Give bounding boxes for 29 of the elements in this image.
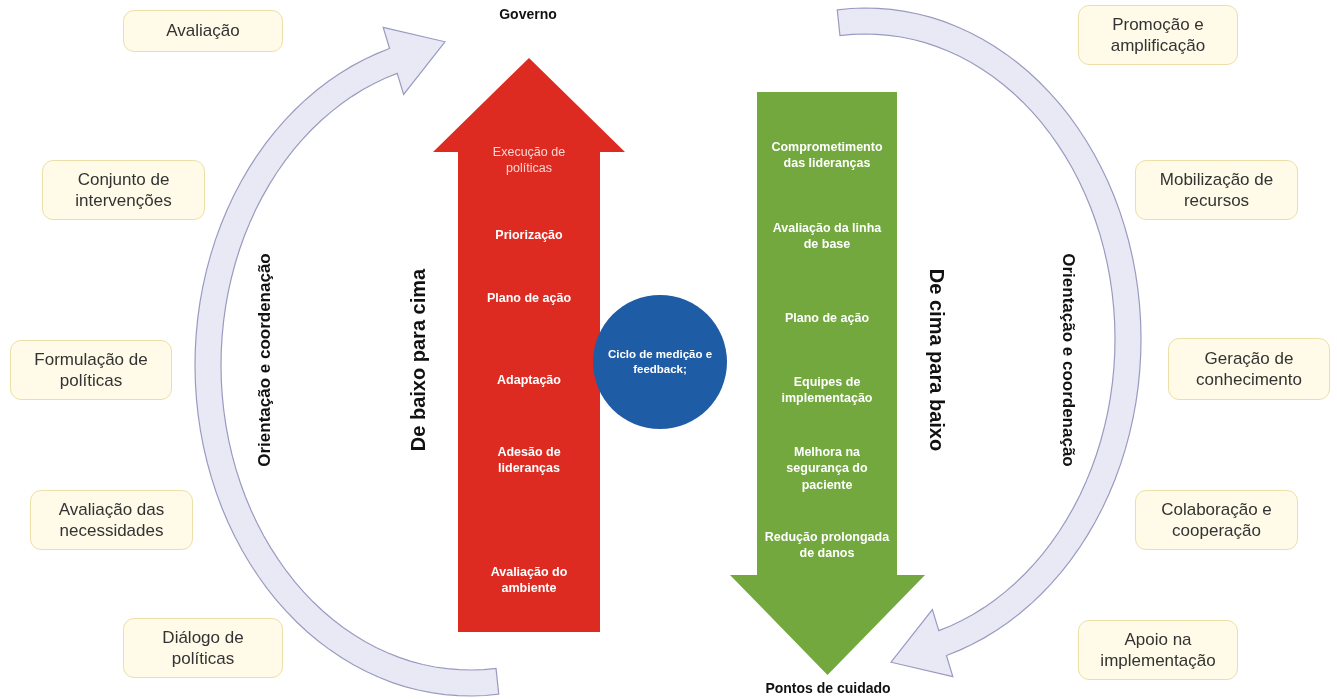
- circle-label: Ciclo de medição e feedback;: [606, 347, 714, 377]
- rotated-label: Orientação e coordenação: [255, 253, 275, 467]
- arrow-step-label: Priorização: [494, 226, 564, 244]
- rotated-label: De cima para baixo: [924, 268, 948, 452]
- arrow-step-label: Adesão de lideranças: [496, 443, 562, 477]
- arrow-step-label: Melhora na segurança do paciente: [785, 443, 869, 493]
- arrow-step-label: Adaptação: [496, 371, 562, 389]
- arrow-step-label: Execução de políticas: [491, 143, 567, 177]
- end-label: Governo: [499, 6, 557, 22]
- rounded-box: Diálogo de políticas: [123, 618, 283, 678]
- arrow-step-label: Equipes de implementação: [780, 373, 874, 407]
- rounded-box: Geração de conhecimento: [1168, 338, 1330, 400]
- rounded-box: Colaboração e cooperação: [1135, 490, 1298, 550]
- rounded-box: Promoção e amplificação: [1078, 5, 1238, 65]
- rounded-box: Apoio na implementação: [1078, 620, 1238, 680]
- rounded-box: Conjunto de intervenções: [42, 160, 205, 220]
- arrow-step-label: Plano de ação: [485, 289, 573, 307]
- arrow-step-label: Redução prolongada de danos: [764, 528, 890, 562]
- rounded-box: Avaliação das necessidades: [30, 490, 193, 550]
- arrow-step-label: Avaliação da linha de base: [771, 219, 883, 253]
- rounded-box: Mobilização de recursos: [1135, 160, 1298, 220]
- rounded-box: Avaliação: [123, 10, 283, 52]
- arrow-step-label: Avaliação do ambiente: [489, 563, 569, 597]
- arrow-step-label: Plano de ação: [783, 309, 871, 327]
- rotated-label: Orientação e coordenação: [1058, 253, 1078, 467]
- arrow-step-label: Comprometimento das lideranças: [770, 138, 884, 172]
- rounded-box: Formulação de políticas: [10, 340, 172, 400]
- end-label: Pontos de cuidado: [765, 680, 891, 696]
- rotated-label: De baixo para cima: [406, 268, 430, 452]
